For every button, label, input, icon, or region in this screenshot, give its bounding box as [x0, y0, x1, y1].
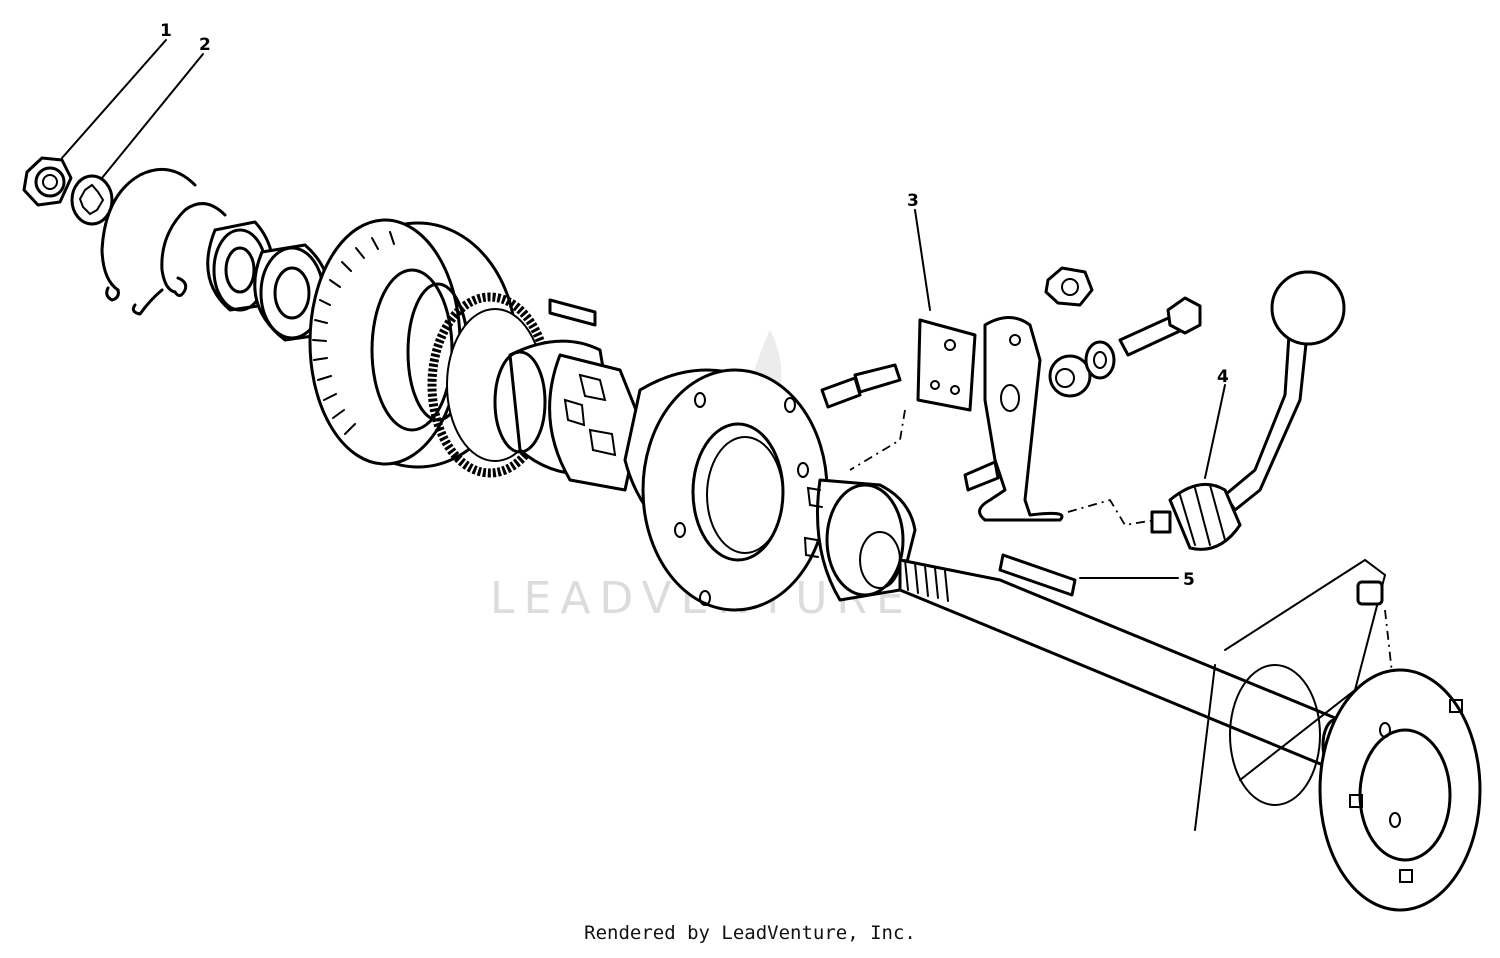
callout-3: 3 — [907, 191, 919, 211]
alignment-line-left — [849, 409, 906, 471]
shift-lever-arm[interactable] — [978, 316, 1064, 522]
key[interactable] — [548, 298, 597, 327]
alignment-line-right — [1384, 609, 1396, 701]
bolt[interactable] — [1118, 296, 1202, 357]
shift-linkage-line — [1067, 498, 1156, 526]
small-bolt[interactable] — [963, 460, 1000, 492]
clutch-hub[interactable] — [493, 339, 642, 492]
retaining-ring-large[interactable] — [100, 167, 197, 302]
footer-credit: Rendered by LeadVenture, Inc. — [584, 922, 916, 944]
mounting-bracket[interactable] — [1194, 558, 1387, 831]
stud[interactable] — [820, 363, 902, 409]
callout-2: 2 — [199, 35, 211, 55]
callout-4: 4 — [1217, 367, 1229, 387]
flange-plate[interactable] — [623, 368, 829, 612]
leader-lines — [61, 39, 1226, 579]
outer-flange[interactable] — [1318, 668, 1482, 912]
part-2-lock-washer[interactable] — [70, 174, 114, 226]
part-4-shift-handle[interactable] — [1150, 270, 1346, 551]
part-1-nut[interactable] — [22, 156, 73, 207]
dog-clutch[interactable] — [803, 478, 917, 602]
retaining-ring-small[interactable] — [131, 202, 227, 316]
part-5-key[interactable] — [998, 553, 1077, 597]
callout-5: 5 — [1183, 570, 1195, 590]
part-3-bracket-plate[interactable] — [916, 318, 977, 412]
callout-1: 1 — [160, 21, 172, 41]
flat-washer[interactable] — [1084, 340, 1116, 380]
spacer[interactable] — [1048, 354, 1092, 398]
nut-upper[interactable] — [1044, 266, 1094, 307]
